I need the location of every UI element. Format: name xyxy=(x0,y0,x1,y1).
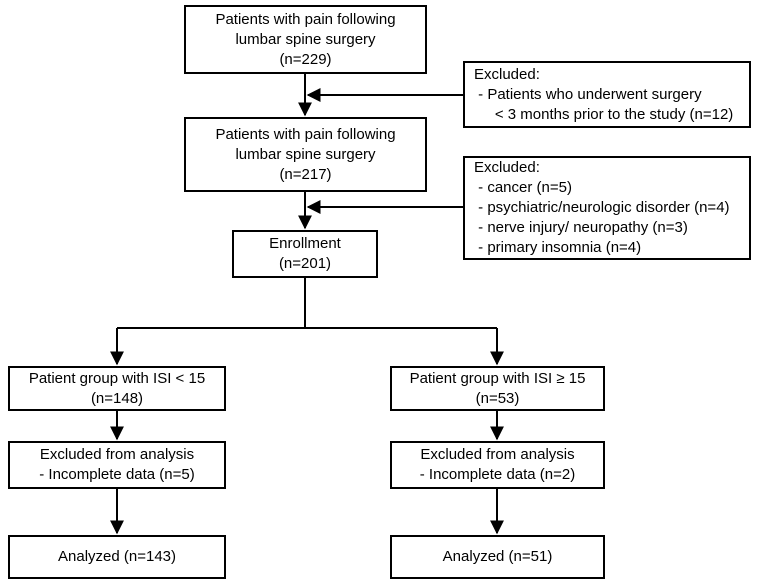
screen1-line-3: (n=229) xyxy=(279,50,332,68)
excluded1-line-3: < 3 months prior to the study (n=12) xyxy=(474,105,734,123)
analyzed-low-box: Analyzed (n=143) xyxy=(8,535,226,579)
excluded2-line-5: - primary insomnia (n=4) xyxy=(474,239,642,256)
screen1-line-2: lumbar spine surgery xyxy=(235,30,376,48)
analyzed-high-line: Analyzed (n=51) xyxy=(442,548,553,565)
excluded2-line-1: Excluded: xyxy=(474,159,540,176)
group-high-line-2: (n=53) xyxy=(475,389,520,407)
group-low-line-1: Patient group with ISI < 15 xyxy=(28,369,206,387)
excluded2-line-4: - nerve injury/ neuropathy (n=3) xyxy=(474,219,688,236)
analyzed-low-line: Analyzed (n=143) xyxy=(58,548,176,565)
screen2-line-1: Patients with pain following xyxy=(215,125,396,143)
screen2-box: Patients with pain following lumbar spin… xyxy=(184,117,427,192)
excl-low-line-1: Excluded from analysis xyxy=(39,446,195,463)
screen1-line-1: Patients with pain following xyxy=(215,10,396,28)
group-high-line-1: Patient group with ISI ≥ 15 xyxy=(409,369,586,387)
group-high-box: Patient group with ISI ≥ 15 (n=53) xyxy=(390,366,605,411)
analyzed-high-box: Analyzed (n=51) xyxy=(390,535,605,579)
excluded2-line-3: - psychiatric/neurologic disorder (n=4) xyxy=(474,199,730,216)
group-low-box: Patient group with ISI < 15 (n=148) xyxy=(8,366,226,411)
excl-high-box: Excluded from analysis - Incomplete data… xyxy=(390,441,605,489)
split-connector xyxy=(117,278,306,329)
screen1-box: Patients with pain following lumbar spin… xyxy=(184,5,427,74)
excluded1-line-2: - Patients who underwent surgery xyxy=(474,85,702,103)
enrollment-line-1: Enrollment xyxy=(269,235,341,252)
screen2-line-2: lumbar spine surgery xyxy=(235,145,376,163)
excl-high-line-2: - Incomplete data (n=2) xyxy=(419,466,576,483)
excluded2-box: Excluded: - cancer (n=5) - psychiatric/n… xyxy=(463,156,751,260)
screen2-line-3: (n=217) xyxy=(279,165,332,183)
excl-low-line-2: - Incomplete data (n=5) xyxy=(39,466,195,483)
enrollment-line-2: (n=201) xyxy=(278,255,332,272)
excl-low-box: Excluded from analysis - Incomplete data… xyxy=(8,441,226,489)
excluded2-line-2: - cancer (n=5) xyxy=(474,179,572,196)
excluded1-box: Excluded: - Patients who underwent surge… xyxy=(463,61,751,128)
excl-high-line-1: Excluded from analysis xyxy=(420,446,575,463)
enrollment-box: Enrollment (n=201) xyxy=(232,230,378,278)
excluded1-line-1: Excluded: xyxy=(474,65,540,83)
group-low-line-2: (n=148) xyxy=(90,389,144,407)
